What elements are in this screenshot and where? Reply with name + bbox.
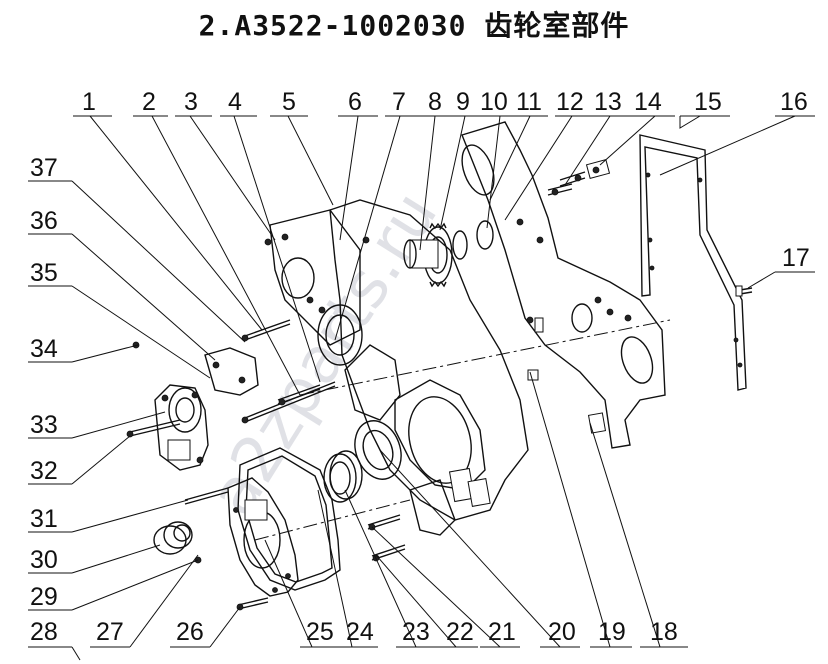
callout-25: 25: [306, 618, 334, 646]
callout-14: 14: [634, 88, 662, 116]
callout-18: 18: [650, 618, 678, 646]
leader-lines: [28, 115, 815, 661]
callout-32: 32: [30, 457, 58, 485]
callout-24: 24: [346, 618, 374, 646]
callout-5: 5: [282, 88, 296, 116]
callout-20: 20: [548, 618, 576, 646]
callout-8: 8: [428, 88, 442, 116]
callout-29: 29: [30, 583, 58, 611]
callout-2: 2: [142, 88, 156, 116]
callout-30: 30: [30, 546, 58, 574]
drawing-title: 2.A3522-1002030 齿轮室部件: [198, 9, 630, 42]
callout-9: 9: [456, 88, 470, 116]
callout-15: 15: [694, 88, 722, 116]
callout-17: 17: [782, 244, 810, 272]
parts-drawing: [126, 121, 753, 611]
callout-6: 6: [348, 88, 362, 116]
callout-4: 4: [228, 88, 242, 116]
callout-11: 11: [516, 88, 542, 116]
callout-31: 31: [30, 505, 58, 533]
callout-16: 16: [780, 88, 808, 116]
callout-10: 10: [480, 88, 508, 116]
callout-34: 34: [30, 335, 58, 363]
callout-23: 23: [402, 618, 430, 646]
callout-37: 37: [30, 154, 58, 182]
callout-27: 27: [96, 618, 124, 646]
callout-36: 36: [30, 207, 58, 235]
callout-12: 12: [556, 88, 584, 116]
callout-3: 3: [184, 88, 198, 116]
callout-33: 33: [30, 411, 58, 439]
callout-numbers: 1 2 3 4 5 6 7 8 9 10 11 12 13 14 15 16 1…: [30, 88, 810, 646]
callout-35: 35: [30, 259, 58, 287]
callout-13: 13: [594, 88, 622, 116]
callout-26: 26: [176, 618, 204, 646]
callout-19: 19: [598, 618, 626, 646]
callout-7: 7: [392, 88, 406, 116]
callout-22: 22: [446, 618, 474, 646]
callout-28: 28: [30, 618, 58, 646]
callout-1: 1: [82, 88, 96, 116]
callout-21: 21: [488, 618, 516, 646]
